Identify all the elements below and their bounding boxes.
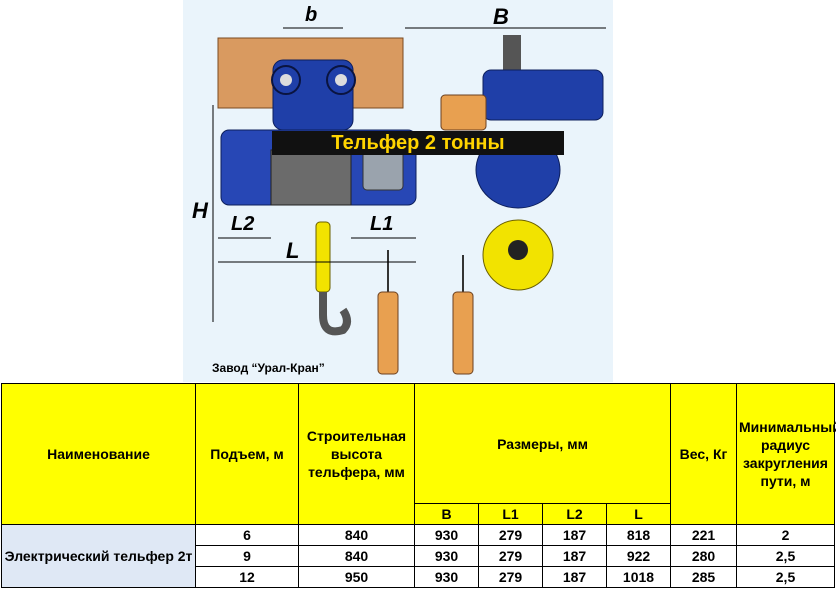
wheel-hub: [280, 74, 292, 86]
cell-L2: 187: [542, 545, 607, 567]
rope-drum: [270, 149, 352, 206]
header-name: Наименование: [1, 383, 196, 525]
cell-weight: 285: [670, 566, 737, 588]
subheader-L1: L1: [478, 503, 543, 525]
header-lift: Подъем, м: [195, 383, 299, 525]
cell-lift: 9: [195, 545, 299, 567]
gearbox: [362, 149, 404, 191]
dim-label-B: B: [493, 4, 509, 29]
cell-L1: 279: [478, 524, 543, 546]
cell-height: 950: [298, 566, 415, 588]
cell-lift: 6: [195, 524, 299, 546]
header-weight: Вес, Кг: [670, 383, 737, 525]
hoist-drawing: b B H L2 L1 L: [183, 0, 613, 382]
cell-B: 930: [414, 545, 479, 567]
wheel-hub: [335, 74, 347, 86]
cell-height: 840: [298, 524, 415, 546]
dim-label-L1: L1: [370, 213, 394, 235]
cell-weight: 280: [670, 545, 737, 567]
side-trolley: [482, 69, 604, 121]
cell-B: 930: [414, 566, 479, 588]
cell-B: 930: [414, 524, 479, 546]
cell-weight: 221: [670, 524, 737, 546]
cell-L1: 279: [478, 566, 543, 588]
factory-caption: Завод “Урал-Кран”: [212, 361, 325, 375]
side-box: [440, 94, 487, 131]
dim-label-H: H: [192, 198, 208, 223]
table-row: 9 840 930 279 187 922 280 2,5: [2, 545, 835, 567]
cell-L: 818: [606, 524, 671, 546]
cell-height: 840: [298, 545, 415, 567]
header-dimensions: Размеры, мм: [414, 383, 671, 504]
subheader-L2: L2: [542, 503, 607, 525]
cell-lift: 12: [195, 566, 299, 588]
cell-radius: 2,5: [736, 545, 835, 567]
subheader-L: L: [606, 503, 671, 525]
cell-L: 1018: [606, 566, 671, 588]
subheader-B: B: [414, 503, 479, 525]
table-row: 12 950 930 279 187 1018 285 2,5: [2, 566, 835, 588]
header-radius: Минимальный радиус закругления пути, м: [736, 383, 836, 525]
header-height: Строительная высота тельфера, мм: [298, 383, 415, 525]
cell-L2: 187: [542, 524, 607, 546]
cell-radius: 2: [736, 524, 835, 546]
hook-block: [315, 221, 331, 293]
dim-label-L: L: [286, 238, 300, 263]
specs-table: Наименование Подъем, м Строительная высо…: [1, 383, 836, 588]
table-row: Электрический тельфер 2т 6 840 930 279 1…: [1, 524, 835, 588]
product-banner: Тельфер 2 тонны: [272, 131, 564, 155]
cell-L2: 187: [542, 566, 607, 588]
dim-label-b: b: [305, 4, 318, 26]
pendant-control: [452, 291, 474, 375]
product-name-cell: Электрический тельфер 2т: [1, 524, 196, 588]
hoist-illustration: [212, 27, 606, 375]
pendant-control: [377, 291, 399, 375]
dimension-lines: [212, 27, 606, 322]
cell-L1: 279: [478, 545, 543, 567]
hook: [319, 292, 351, 336]
cell-radius: 2,5: [736, 566, 835, 588]
cell-L: 922: [606, 545, 671, 567]
dim-label-L2: L2: [231, 213, 255, 235]
side-pulley: [508, 240, 528, 260]
